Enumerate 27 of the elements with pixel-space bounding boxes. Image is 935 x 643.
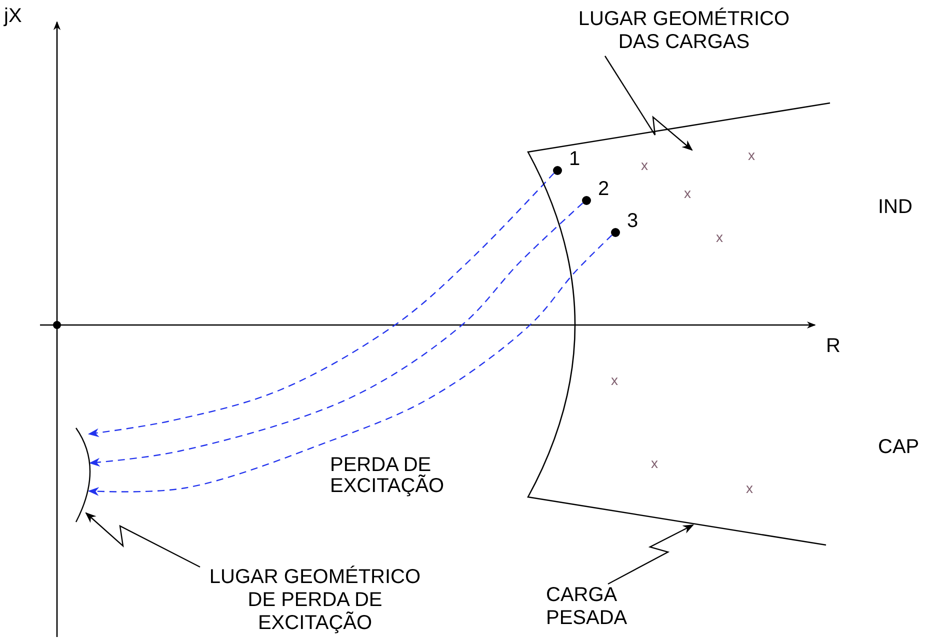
callout-text: LUGAR GEOMÉTRICO DE PERDA DE EXCITAÇÃO — [200, 566, 430, 635]
load-mark: x — [748, 148, 755, 162]
trajectory-arrow — [88, 202, 584, 467]
leader-line — [608, 524, 694, 585]
load-mark: x — [684, 186, 691, 200]
curve-label: PERDA DE EXCITAÇÃO — [330, 455, 446, 497]
trajectory-arrow — [88, 234, 612, 496]
leader-line — [85, 512, 200, 568]
load-mark: x — [716, 230, 723, 244]
load-mark: x — [611, 373, 618, 387]
axis-label: R — [826, 335, 840, 358]
leader-line — [604, 56, 693, 151]
callout-text: CARGA PESADA — [546, 584, 638, 632]
load-point-dot — [552, 166, 562, 174]
load-point-dot — [610, 228, 620, 236]
load-point-dot — [582, 196, 590, 204]
axis-label: jX — [4, 5, 22, 28]
point-number: 1 — [569, 148, 580, 171]
load-mark: x — [641, 158, 648, 172]
trajectory-arrow — [88, 172, 554, 438]
region-label: CAP — [878, 436, 920, 459]
load-mark: x — [746, 481, 753, 495]
point-number: 3 — [627, 210, 638, 233]
load-mark: x — [651, 456, 658, 470]
point-number: 2 — [598, 178, 610, 201]
region-label: IND — [878, 196, 912, 219]
callout-text: LUGAR GEOMÉTRICO DAS CARGAS — [578, 8, 790, 56]
